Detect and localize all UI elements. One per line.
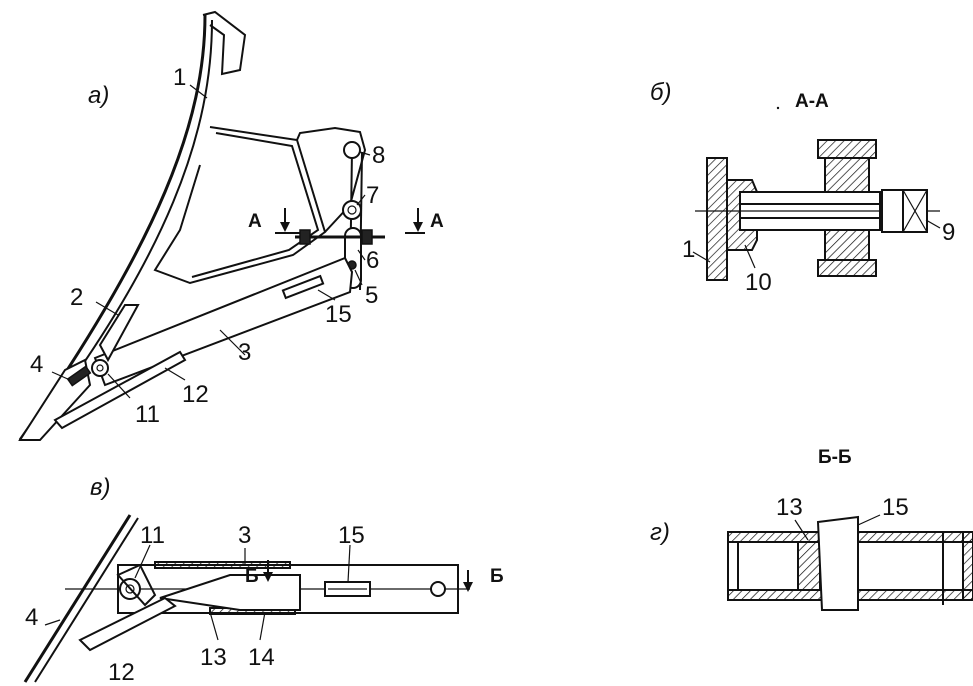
hinge-11 (91, 359, 109, 377)
tube-inner-left (737, 541, 799, 591)
label-g-15: 15 (882, 494, 909, 521)
leader-1 (189, 84, 208, 99)
label-3: 3 (238, 339, 251, 366)
label-v-12: 12 (108, 659, 135, 686)
leader-7 (356, 194, 366, 206)
view-a: а) 1 2 3 4 5 6 7 8 11 12 15 А А (18, 10, 444, 441)
nut-left (299, 229, 311, 245)
share-2 (98, 304, 140, 363)
hub-top-flange (817, 139, 877, 159)
blade-slot-4 (66, 365, 92, 387)
leader-3 (219, 329, 246, 356)
leader-v-15 (347, 544, 351, 583)
leader-v-14 (259, 611, 266, 641)
view-b-tag: б) (650, 79, 672, 106)
view-b: б) А-А 1 10 9 (650, 79, 955, 296)
pin-7-inner (347, 205, 357, 215)
label-b-9: 9 (942, 219, 955, 246)
end-hole (430, 581, 446, 597)
brace-12 (53, 350, 187, 430)
leader-4 (51, 371, 71, 381)
label-v-3: 3 (238, 522, 251, 549)
view-g-tag: г) (650, 519, 670, 546)
leader-12 (164, 367, 186, 381)
pin-7 (342, 200, 362, 220)
brace-12-side (78, 596, 177, 652)
wedge-13 (159, 574, 301, 611)
leader-v-11 (134, 544, 151, 579)
label-11: 11 (135, 401, 160, 428)
label-v-15: 15 (338, 522, 365, 549)
hub-bottom-flange (817, 259, 877, 277)
beam-top-hatch-fill (154, 561, 291, 569)
label-8: 8 (372, 142, 385, 169)
section-arrow-b-right (463, 582, 473, 592)
frame-body (153, 126, 327, 285)
leader-5 (354, 269, 363, 286)
section-arrow-left (280, 222, 290, 232)
leader-v-4 (44, 619, 61, 626)
label-b-1: 1 (682, 236, 695, 263)
moldboard-surface (18, 14, 207, 441)
slot-15 (281, 274, 325, 300)
leader-2 (95, 301, 119, 316)
label-4: 4 (30, 351, 43, 378)
label-v-4: 4 (25, 604, 38, 631)
section-arrow-right (413, 222, 423, 232)
section-mark-a-right: А (430, 211, 444, 232)
beam-3 (93, 256, 354, 387)
label-v-14: 14 (248, 644, 275, 671)
label-15: 15 (325, 301, 352, 328)
pin-8 (343, 141, 361, 159)
label-1: 1 (173, 64, 186, 91)
leader-b-1 (692, 251, 711, 263)
leader-g-13 (794, 519, 809, 541)
leader-11 (107, 373, 131, 399)
label-g-13: 13 (776, 494, 803, 521)
view-v: в) 11 3 15 (23, 474, 504, 686)
leader-8 (359, 151, 371, 156)
view-a-tag: а) (88, 82, 109, 109)
block-9-cross-b (902, 189, 928, 233)
tube-end-wall (962, 531, 973, 601)
wedge-15 (816, 515, 859, 611)
hinge-11-side-inner (125, 584, 135, 594)
section-mark-a-left: А (248, 211, 262, 232)
label-b-10: 10 (745, 269, 772, 296)
label-v-13: 13 (200, 644, 227, 671)
leader-v-13 (209, 611, 219, 641)
section-mark-b-label-right: Б (490, 566, 504, 587)
label-5: 5 (365, 282, 378, 309)
hinge-11-inner (96, 364, 104, 372)
stray-dot (776, 106, 780, 110)
insert-13 (797, 541, 821, 591)
label-2: 2 (70, 284, 83, 311)
label-6: 6 (366, 247, 379, 274)
view-g-title: Б-Б (818, 447, 852, 468)
blade-4-edge (34, 517, 139, 683)
blade-4-line (23, 514, 132, 683)
leader-g-15 (857, 514, 881, 526)
moldboard-top-tab (202, 10, 247, 76)
label-v-11: 11 (140, 522, 165, 549)
label-7: 7 (366, 182, 379, 209)
leader-15 (317, 289, 336, 301)
view-v-tag: в) (90, 474, 111, 501)
view-b-title: А-А (795, 91, 829, 112)
frame-body-inner (191, 132, 320, 278)
label-12: 12 (182, 381, 209, 408)
section-mark-b-label-left: Б (245, 566, 259, 587)
hub-top (824, 157, 870, 193)
nut-right (361, 229, 373, 245)
leader-b-10 (744, 244, 756, 269)
leader-6 (357, 249, 366, 261)
hub-bottom (824, 229, 870, 261)
view-g: Б-Б г) 13 15 (650, 447, 973, 611)
leader-b-9 (925, 219, 941, 229)
hinge-bracket (116, 563, 157, 607)
section-arrow-b-left (263, 572, 273, 582)
block-9 (881, 189, 928, 233)
